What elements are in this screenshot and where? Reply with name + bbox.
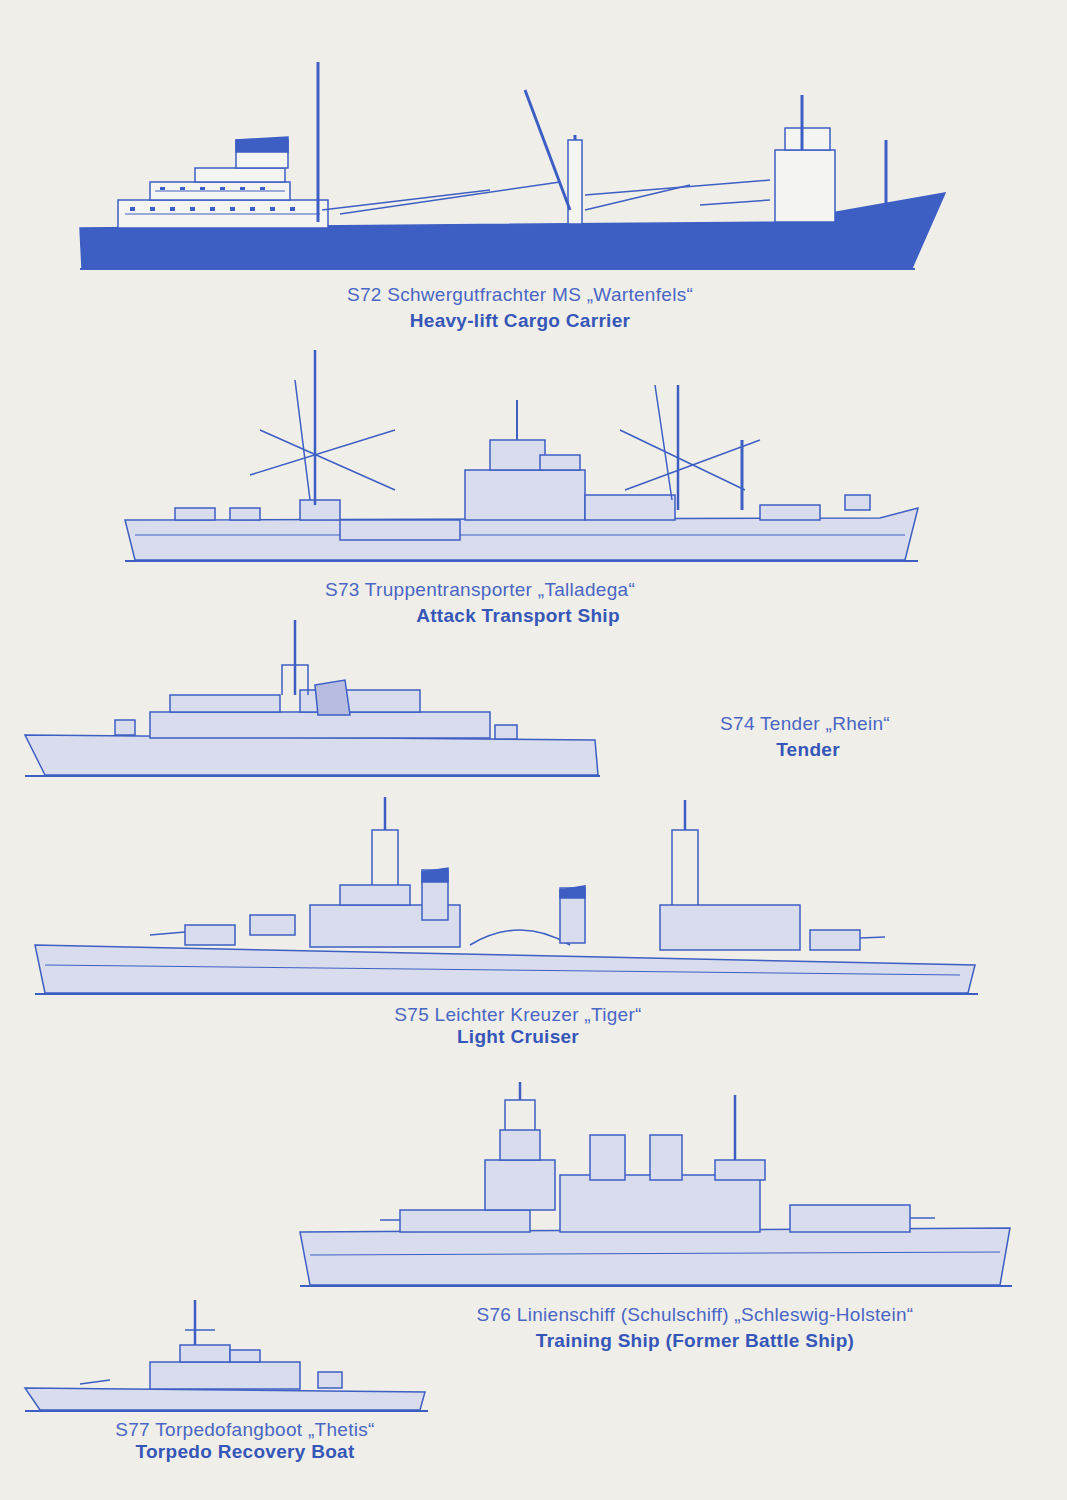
ship-type: Heavy-lift Cargo Carrier [410,310,631,332]
ship-name: S77 Torpedofangboot „Thetis“ [115,1419,374,1441]
ship-type: Attack Transport Ship [416,605,620,627]
ship-type: Light Cruiser [457,1026,579,1048]
ship-name: S76 Linienschiff (Schulschiff) „Schleswi… [476,1304,913,1326]
ship-name: S72 Schwergutfrachter MS „Wartenfels“ [347,284,693,306]
ship-type: Tender [776,739,840,761]
ship-type: Training Ship (Former Battle Ship) [536,1330,854,1352]
ship-type: Torpedo Recovery Boat [135,1441,354,1463]
ship-name: S73 Truppentransporter „Talladega“ [325,579,635,601]
ship-name: S75 Leichter Kreuzer „Tiger“ [394,1004,641,1026]
ship-name: S74 Tender „Rhein“ [720,713,890,735]
